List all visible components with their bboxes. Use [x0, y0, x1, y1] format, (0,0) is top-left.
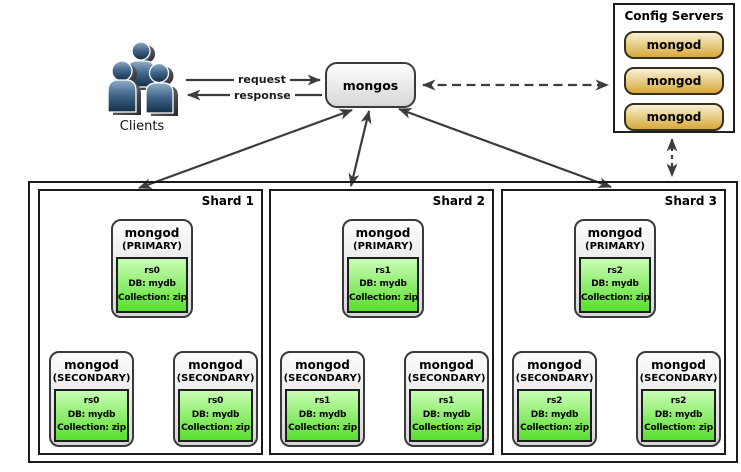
shard-3-secondary-node-1: mongod (SECONDARY) rs2 DB: mydb Collecti…	[512, 351, 597, 447]
node-header: mongod (PRIMARY)	[353, 226, 413, 252]
person-right-icon	[145, 62, 178, 116]
replica-set-panel: rs1 DB: mydb Collection: zip	[409, 388, 484, 442]
replica-set-panel: rs0 DB: mydb Collection: zip	[54, 388, 129, 442]
shard-2-secondary-node-1: mongod (SECONDARY) rs1 DB: mydb Collecti…	[280, 351, 365, 447]
replica-set-panel: rs2 DB: mydb Collection: zip	[641, 388, 716, 442]
replica-set-panel: rs2 DB: mydb Collection: zip	[579, 256, 651, 313]
replica-set-panel: rs2 DB: mydb Collection: zip	[517, 388, 592, 442]
config-mongod-3: mongod	[624, 103, 724, 131]
node-header: mongod (PRIMARY)	[585, 226, 645, 252]
shard-3-secondary-node-2: mongod (SECONDARY) rs2 DB: mydb Collecti…	[636, 351, 721, 447]
shard-1-secondary-node-2: mongod (SECONDARY) rs0 DB: mydb Collecti…	[173, 351, 258, 447]
replica-set-panel: rs0 DB: mydb Collection: zip	[116, 256, 188, 313]
response-label: response	[230, 89, 295, 102]
node-header: mongod (SECONDARY)	[407, 358, 486, 384]
shard-2-primary-node: mongod (PRIMARY) rs1 DB: mydb Collection…	[342, 219, 424, 318]
mongos-router-box: mongos	[325, 62, 416, 108]
mongos-shard3-arrow	[398, 107, 612, 189]
replica-set-panel: rs1 DB: mydb Collection: zip	[347, 256, 419, 313]
shard-3-label: Shard 3	[664, 194, 717, 208]
clients-label: Clients	[119, 119, 165, 134]
shard-2-box: Shard 2 mongod (PRIMARY) rs1 DB: mydb Co…	[269, 189, 494, 455]
shard-2-secondary-node-2: mongod (SECONDARY) rs1 DB: mydb Collecti…	[404, 351, 489, 447]
shard-3-box: Shard 3 mongod (PRIMARY) rs2 DB: mydb Co…	[501, 189, 726, 455]
request-label: request	[234, 73, 290, 86]
node-header: mongod (SECONDARY)	[639, 358, 718, 384]
shard-1-label: Shard 1	[201, 194, 254, 208]
shard-2-label: Shard 2	[432, 194, 485, 208]
replica-set-panel: rs0 DB: mydb Collection: zip	[178, 388, 253, 442]
shards-container: Shard 1 mongod (PRIMARY) rs0 DB: mydb Co…	[28, 181, 738, 463]
node-header: mongod (SECONDARY)	[515, 358, 594, 384]
shard-1-box: Shard 1 mongod (PRIMARY) rs0 DB: mydb Co…	[38, 189, 263, 455]
node-header: mongod (SECONDARY)	[283, 358, 362, 384]
person-left-icon	[107, 60, 141, 115]
config-servers-title: Config Servers	[624, 9, 724, 23]
shard-3-primary-node: mongod (PRIMARY) rs2 DB: mydb Collection…	[574, 219, 656, 318]
node-header: mongod (SECONDARY)	[176, 358, 255, 384]
clients-icon	[107, 41, 178, 116]
config-mongod-1: mongod	[624, 31, 724, 59]
shard-1-secondary-node-1: mongod (SECONDARY) rs0 DB: mydb Collecti…	[49, 351, 134, 447]
config-mongod-2: mongod	[624, 67, 724, 95]
replica-set-panel: rs1 DB: mydb Collection: zip	[285, 388, 360, 442]
shard-1-primary-node: mongod (PRIMARY) rs0 DB: mydb Collection…	[111, 219, 193, 318]
config-servers-box: Config Servers mongod mongod mongod	[613, 3, 735, 133]
mongos-shard2-arrow	[348, 110, 372, 187]
node-header: mongod (PRIMARY)	[122, 226, 182, 252]
node-header: mongod (SECONDARY)	[52, 358, 131, 384]
